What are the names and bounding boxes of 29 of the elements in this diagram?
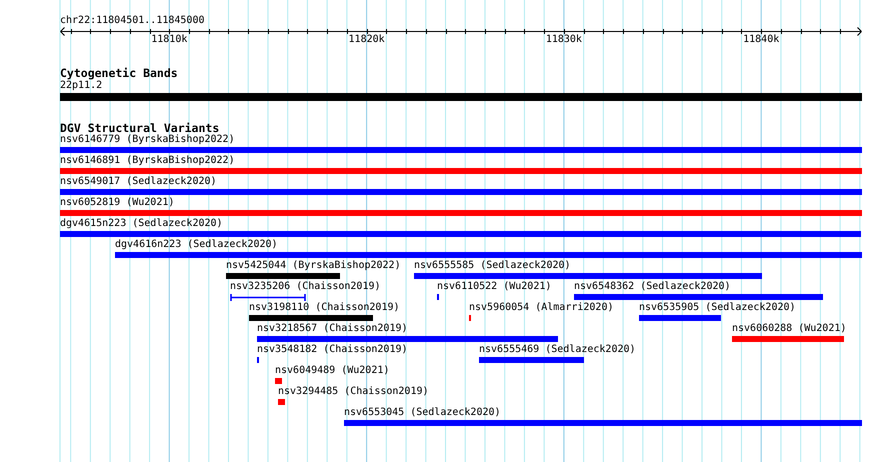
variant-label: nsv6146891 (ByrskaBishop2022) bbox=[60, 155, 235, 167]
tick-label: 11820k bbox=[348, 34, 385, 46]
variant-label: nsv3548182 (Chaisson2019) bbox=[257, 344, 408, 356]
variant-label: dgv4616n223 (Sedlazeck2020) bbox=[115, 239, 278, 251]
variant-label: nsv6553045 (Sedlazeck2020) bbox=[344, 407, 501, 419]
tick-label: 11840k bbox=[743, 34, 780, 46]
variant-label: nsv6549017 (Sedlazeck2020) bbox=[60, 176, 217, 188]
tick-label: 11810k bbox=[151, 34, 188, 46]
variant-label: nsv3198110 (Chaisson2019) bbox=[249, 302, 400, 314]
variant-label: nsv5960054 (Almarri2020) bbox=[469, 302, 614, 314]
variant-label: dgv4615n223 (Sedlazeck2020) bbox=[60, 218, 223, 230]
variant-label: nsv3218567 (Chaisson2019) bbox=[257, 323, 408, 335]
variant-label: nsv6548362 (Sedlazeck2020) bbox=[574, 281, 731, 293]
variant-label: nsv6555585 (Sedlazeck2020) bbox=[414, 260, 571, 272]
variant-label: nsv5425044 (ByrskaBishop2022) bbox=[226, 260, 401, 272]
band-label: 22p11.2 bbox=[60, 80, 102, 92]
variant-label: nsv6049489 (Wu2021) bbox=[275, 365, 390, 377]
variant-label: nsv6052819 (Wu2021) bbox=[60, 197, 174, 209]
variant-label: nsv6110522 (Wu2021) bbox=[437, 281, 552, 293]
track-title: Cytogenetic Bands bbox=[60, 66, 178, 80]
locus-title: chr22:11804501..11845000 bbox=[60, 15, 204, 27]
variant-label: nsv6535905 (Sedlazeck2020) bbox=[639, 302, 796, 314]
track-title: DGV Structural Variants bbox=[60, 121, 220, 135]
variant-label: nsv6555469 (Sedlazeck2020) bbox=[479, 344, 636, 356]
variant-label: nsv6146779 (ByrskaBishop2022) bbox=[60, 134, 235, 146]
variant-label: nsv3294485 (Chaisson2019) bbox=[278, 386, 429, 398]
variant-label: nsv6060288 (Wu2021) bbox=[732, 323, 846, 335]
variant-label: nsv3235206 (Chaisson2019) bbox=[230, 281, 381, 293]
tick-label: 11830k bbox=[546, 34, 582, 46]
